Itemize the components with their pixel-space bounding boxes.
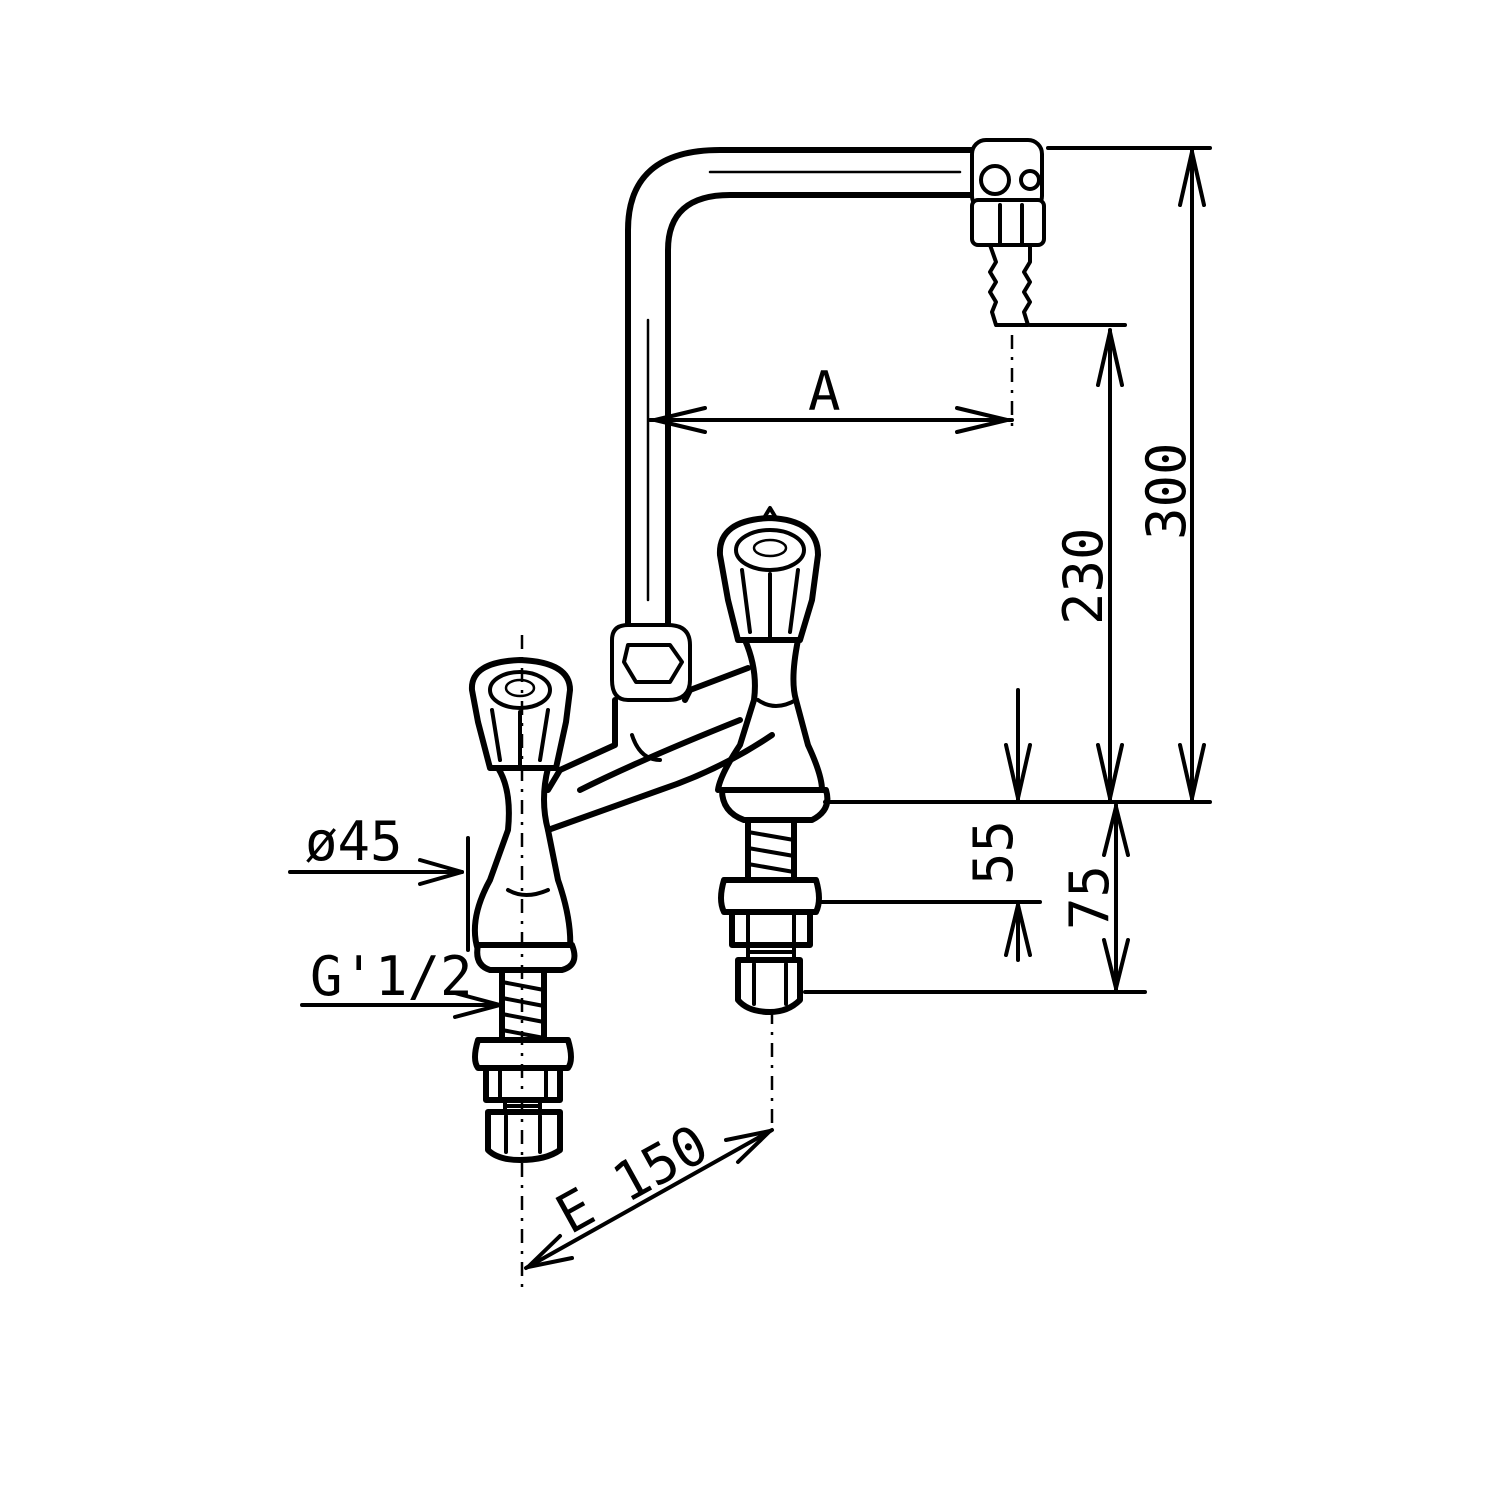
outlet-nozzle	[970, 138, 1046, 327]
dim-label-shank-length: 55	[962, 820, 1025, 885]
dim-label-height-outlet: 230	[1052, 527, 1115, 625]
right-valve	[715, 506, 831, 1015]
dim-label-thread-length: 75	[1058, 865, 1121, 930]
dim-label-spacing: E 150	[546, 1112, 719, 1246]
dim-label-height-total: 300	[1135, 442, 1198, 540]
swivel-nut	[610, 623, 692, 702]
dim-label-body-diameter: ø45	[305, 810, 403, 873]
bridge-pipe	[545, 665, 775, 833]
centerlines	[520, 335, 1014, 1290]
dim-label-reach: A	[808, 360, 841, 423]
dimension-labels: A 300 230 55 75 ø45 G'1/2 E 150	[305, 360, 1198, 1246]
dim-label-thread-size: G'1/2	[310, 945, 473, 1008]
dimension-lines	[288, 146, 1212, 1270]
spout	[625, 147, 978, 635]
